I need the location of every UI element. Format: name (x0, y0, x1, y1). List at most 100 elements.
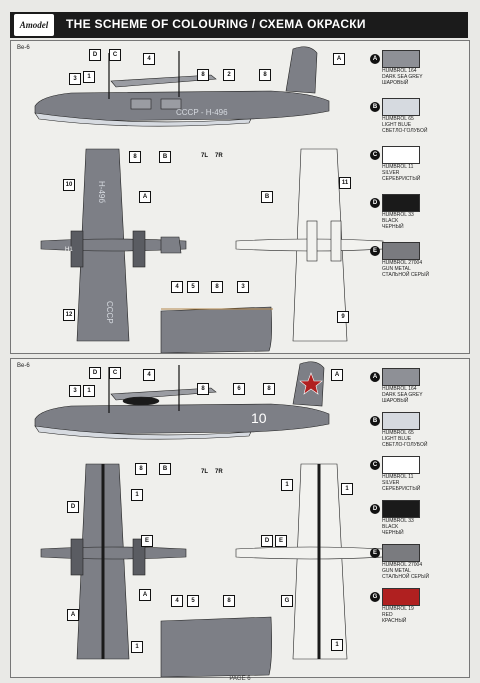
wing-registration-bottom: СССР (105, 301, 114, 324)
callout: D (67, 501, 79, 513)
callout: 8 (129, 151, 141, 163)
callout: 2 (223, 69, 235, 81)
callout: 8 (135, 463, 147, 475)
paint-name-ru: ЧЕРНЫЙ (382, 530, 404, 536)
legend-letter: C (370, 150, 380, 160)
bottom-view (235, 148, 384, 342)
paint-name-ru: ЧЕРНЫЙ (382, 224, 404, 230)
side-number: 10 (251, 410, 267, 426)
colour-scheme-panel-2: Be-6 10 D C (10, 358, 470, 678)
callout: 4 (171, 595, 183, 607)
callout: G (281, 595, 293, 607)
colour-swatch (382, 544, 420, 562)
paint-name-en: DARK SEA GREY (382, 74, 423, 80)
callout: A (331, 369, 343, 381)
callout: 8 (197, 383, 209, 395)
callout: 4 (143, 53, 155, 65)
colour-swatch (382, 98, 420, 116)
brand-logo: Amodel (14, 14, 54, 36)
callout: 1 (131, 641, 143, 653)
paint-code: HUMBROL 11 (382, 164, 414, 170)
callout: A (67, 609, 79, 621)
callout: 7R (215, 153, 223, 159)
side-registration: СССР - Н-496 (176, 108, 228, 117)
nose-marking: Н1 (65, 247, 73, 253)
legend-panel-1: A HUMBROL 164 DARK SEA GREY ШАРОВЫЙ B HU… (370, 50, 460, 290)
callout: 6 (233, 383, 245, 395)
paint-code: HUMBROL 65 (382, 430, 414, 436)
hull-detail (160, 616, 272, 677)
callout: D (89, 367, 101, 379)
callout: 1 (131, 489, 143, 501)
wing-registration-top: Н-49б (97, 181, 106, 203)
callout: 8 (223, 595, 235, 607)
callout: 3 (69, 385, 81, 397)
callout: 7L (201, 153, 209, 159)
callout: E (141, 535, 153, 547)
callout: D (261, 535, 273, 547)
paint-name-ru: СТАЛЬНОЙ СЕРЫЙ (382, 272, 430, 278)
legend-letter: D (370, 504, 380, 514)
legend-letter: A (370, 54, 380, 64)
colour-swatch (382, 146, 420, 164)
paint-name-ru: ШАРОВЫЙ (382, 80, 409, 86)
paint-name-en: LIGHT BLUE (382, 436, 412, 442)
paint-code: HUMBROL 27004 (382, 260, 423, 266)
paint-name-ru: СЕРЕБРИСТЫЙ (382, 176, 421, 182)
callout: 1 (83, 71, 95, 83)
paint-code: HUMBROL 27004 (382, 562, 423, 568)
colour-swatch (382, 412, 420, 430)
paint-code: HUMBROL 33 (382, 212, 414, 218)
colour-swatch (382, 500, 420, 518)
legend-letter: B (370, 416, 380, 426)
callout: 9 (337, 311, 349, 323)
callout: D (89, 49, 101, 61)
paint-name-ru: СЕРЕБРИСТЫЙ (382, 486, 421, 492)
callout: 1 (331, 639, 343, 651)
legend-letter: C (370, 460, 380, 470)
callout: C (109, 367, 121, 379)
red-star-icon (299, 372, 323, 395)
callout: 12 (63, 309, 75, 321)
top-view (40, 148, 187, 342)
callout: 8 (197, 69, 209, 81)
callout: 1 (83, 385, 95, 397)
callout: 4 (143, 369, 155, 381)
callout: 8 (263, 383, 275, 395)
colour-swatch (382, 588, 420, 606)
callout: 1 (281, 479, 293, 491)
aircraft-drawings-2: 10 (34, 361, 384, 677)
paint-name-en: GUN METAL (382, 568, 411, 574)
callout: 7L (201, 469, 209, 475)
paint-name-en: SILVER (382, 480, 400, 486)
paint-code: HUMBROL 65 (382, 116, 414, 122)
callout: 8 (259, 69, 271, 81)
paint-name-en: BLACK (382, 524, 399, 530)
colour-swatch (382, 194, 420, 212)
paint-code: HUMBROL 19 (382, 606, 414, 612)
paint-name-en: SILVER (382, 170, 400, 176)
side-view (34, 361, 330, 440)
paint-name-ru: СВЕТЛО-ГОЛУБОЙ (382, 128, 428, 134)
variant-label: Be-6 (17, 45, 30, 51)
hull-detail (160, 306, 272, 353)
callout: 3 (69, 73, 81, 85)
legend-letter: D (370, 198, 380, 208)
paint-code: HUMBROL 33 (382, 518, 414, 524)
callout: 3 (237, 281, 249, 293)
callout: E (275, 535, 287, 547)
variant-label: Be-6 (17, 363, 30, 369)
page-header: Amodel THE SCHEME OF COLOURING / СХЕМА О… (10, 12, 468, 38)
legend-panel-2: A HUMBROL 164 DARK SEA GREY ШАРОВЫЙ B HU… (370, 368, 460, 668)
colour-swatch (382, 368, 420, 386)
colour-swatch (382, 456, 420, 474)
paint-name-en: LIGHT BLUE (382, 122, 412, 128)
paint-name-ru: СТАЛЬНОЙ СЕРЫЙ (382, 574, 430, 580)
legend-letter: E (370, 548, 380, 558)
paint-code: HUMBROL 164 (382, 386, 417, 392)
aircraft-drawings-1: СССР - Н-496 Н-49б СССР Н1 (34, 46, 384, 353)
callout: 7R (215, 469, 223, 475)
paint-name-en: RED (382, 612, 393, 618)
callout: A (333, 53, 345, 65)
callout: B (159, 463, 171, 475)
